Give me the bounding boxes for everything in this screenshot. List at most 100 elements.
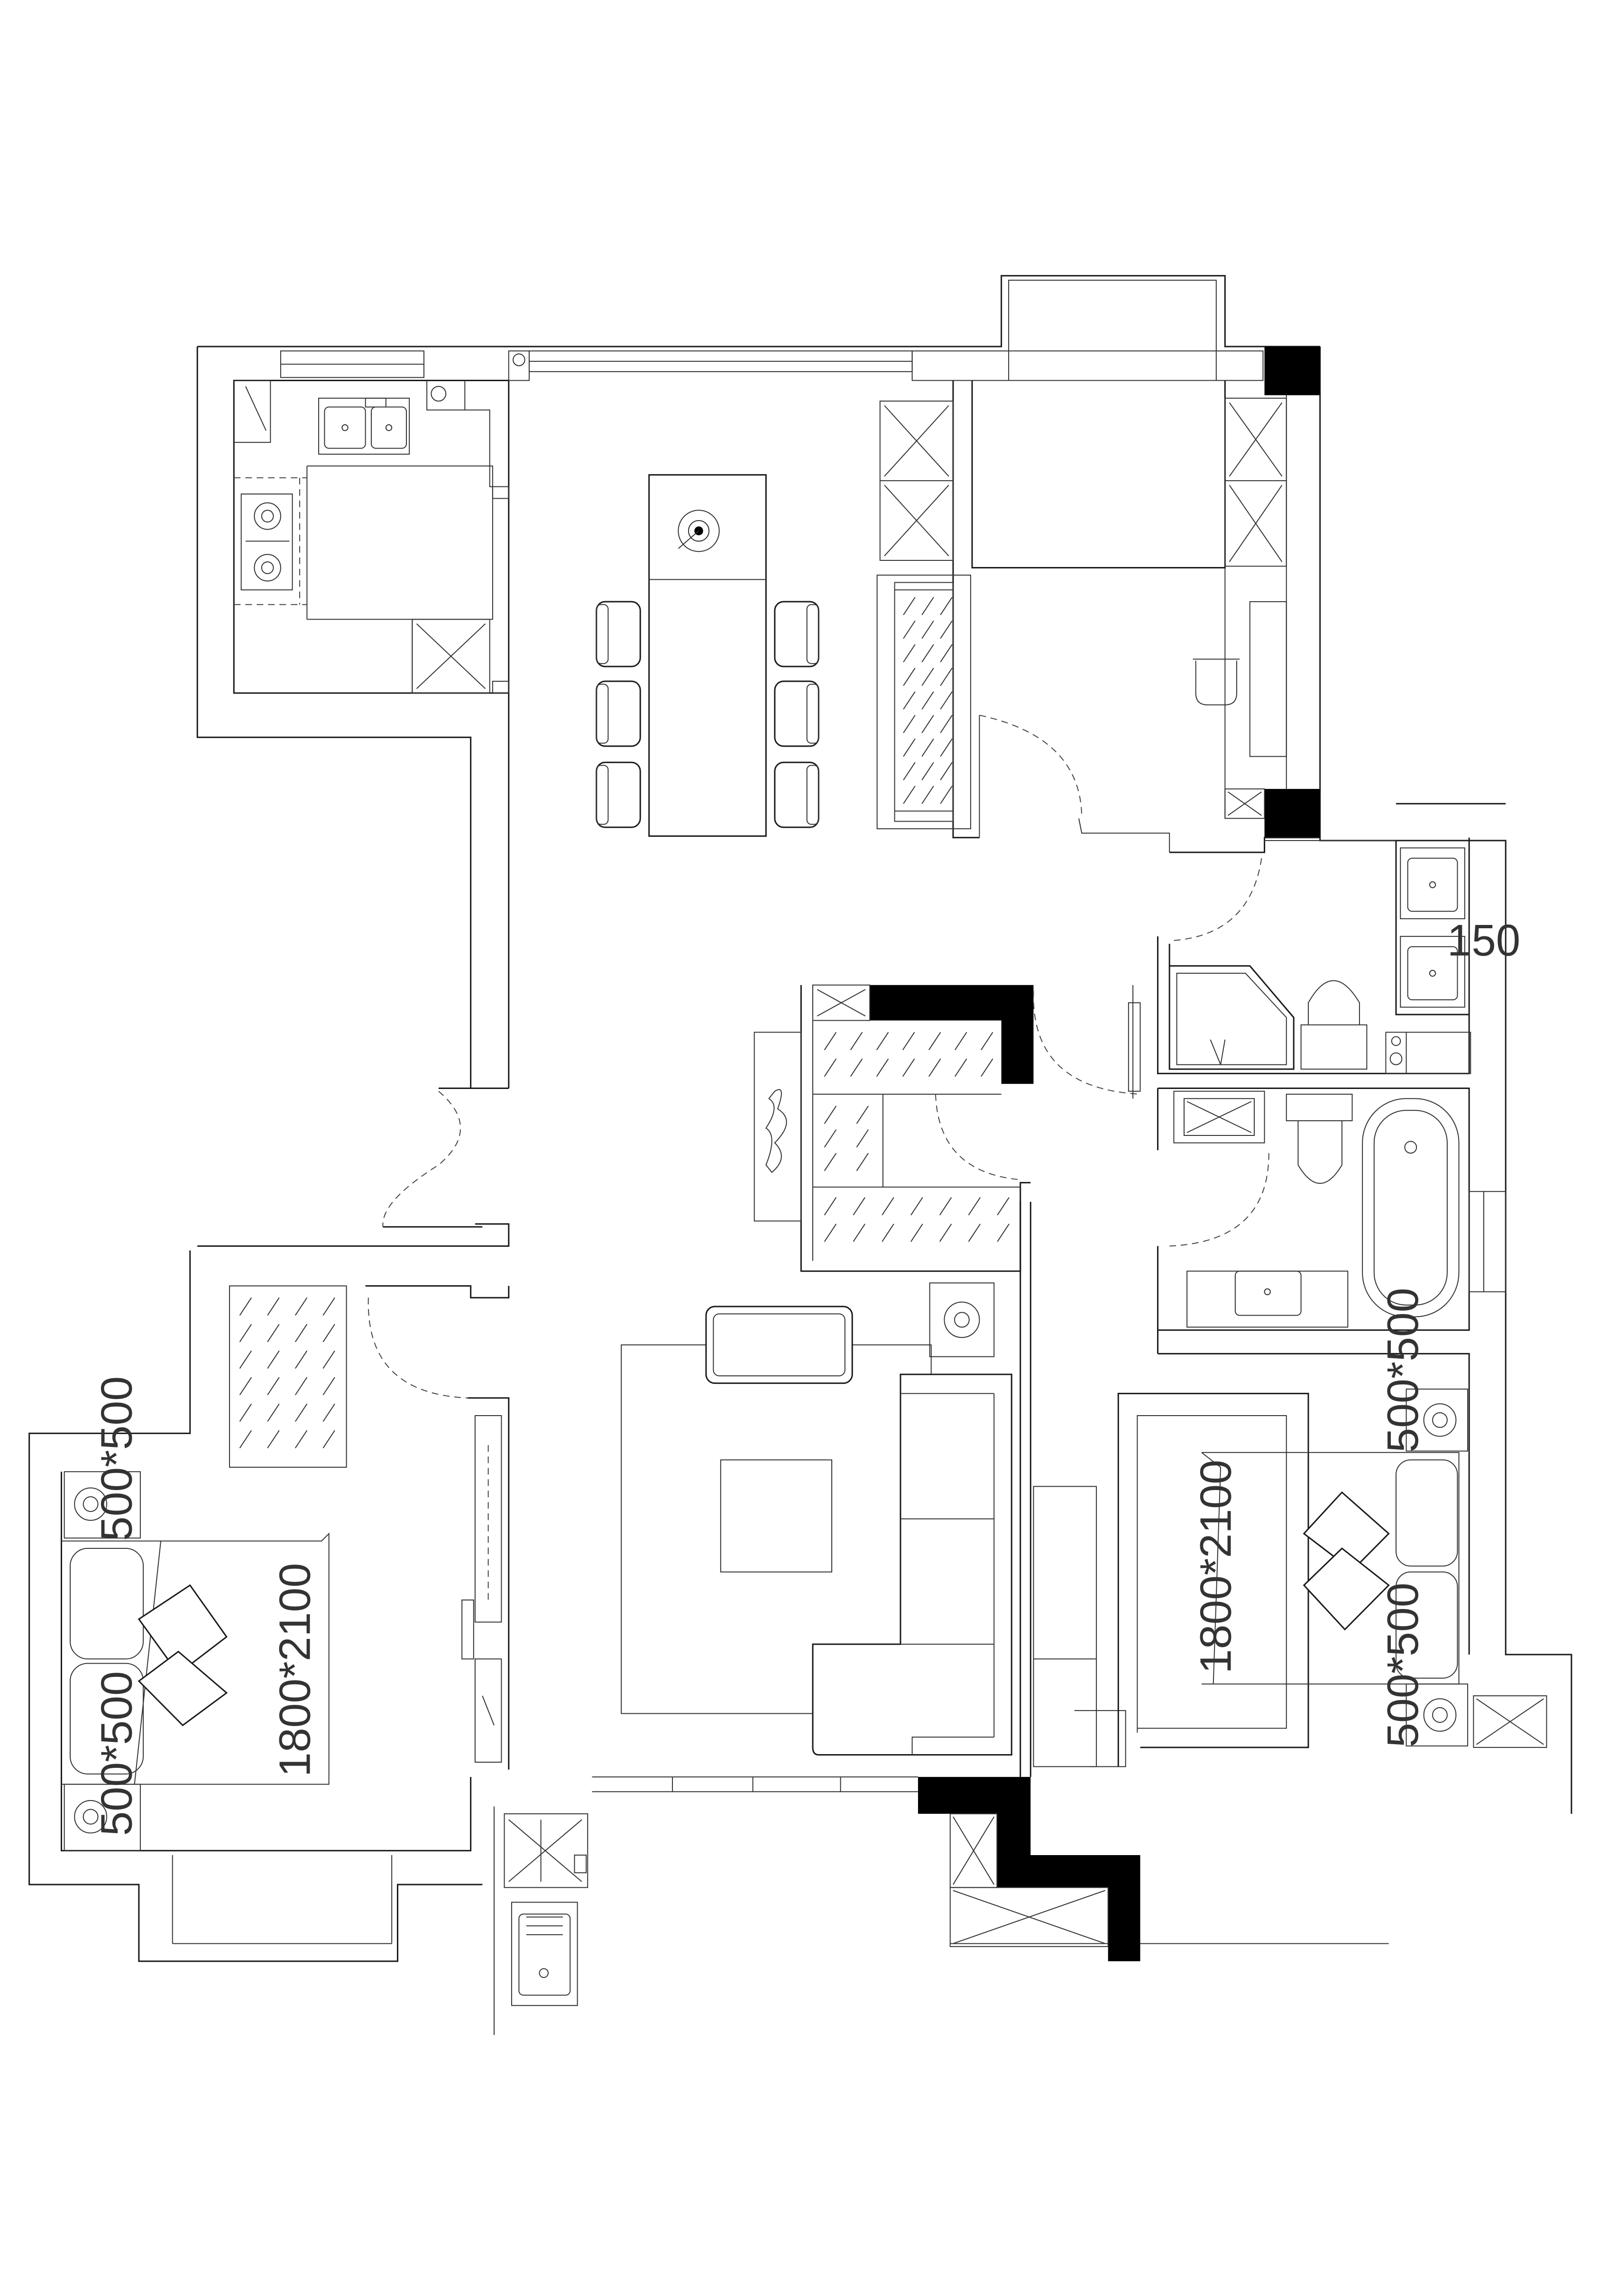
clothes-hanger xyxy=(882,1224,894,1242)
clothes-hanger xyxy=(851,1032,863,1050)
clothes-hanger xyxy=(903,1059,915,1076)
clothes-hanger xyxy=(903,786,915,804)
clothes-hanger xyxy=(903,644,915,662)
clothes-hanger xyxy=(825,1130,836,1147)
clothes-hanger xyxy=(955,1059,967,1076)
clothes-hanger xyxy=(922,668,934,686)
clothes-hanger xyxy=(940,786,952,804)
clothes-hanger xyxy=(940,1198,952,1215)
clothes-hanger xyxy=(940,1224,952,1242)
clothes-hanger xyxy=(323,1430,335,1448)
chair-back xyxy=(597,604,608,663)
clothes-hanger xyxy=(323,1404,335,1421)
clothes-hanger xyxy=(955,1032,967,1050)
clothes-hanger xyxy=(922,597,934,615)
clothes-hanger xyxy=(295,1351,307,1368)
clothes-hanger xyxy=(267,1298,279,1315)
right-nightstand-top-label: 500*500 xyxy=(1378,1288,1428,1453)
clothes-hanger xyxy=(267,1351,279,1368)
clothes-hanger xyxy=(940,692,952,709)
left-bedroom: 1800*2100 500*500 500*500 xyxy=(61,1286,508,1850)
clothes-hanger xyxy=(940,762,952,780)
clothes-hanger xyxy=(969,1224,981,1242)
clothes-hanger xyxy=(903,621,915,639)
clothes-hanger xyxy=(940,715,952,733)
clothes-hanger xyxy=(922,762,934,780)
clothes-hanger xyxy=(922,621,934,639)
left-nightstand-top-label: 500*500 xyxy=(92,1376,141,1541)
kitchen xyxy=(234,381,509,693)
clothes-hanger xyxy=(882,1198,894,1215)
clothes-hanger xyxy=(903,668,915,686)
chair-back xyxy=(597,684,608,743)
dining-chair xyxy=(597,681,640,746)
clothes-hanger xyxy=(323,1377,335,1395)
clothes-hanger xyxy=(295,1298,307,1315)
clothes-hanger xyxy=(922,644,934,662)
study-wardrobe xyxy=(903,597,952,804)
right-bed-size-label: 1800*2100 xyxy=(1191,1460,1240,1674)
clothes-hanger xyxy=(911,1224,923,1242)
doors xyxy=(383,1089,508,1227)
clothes-hanger xyxy=(997,1224,1009,1242)
clothes-hanger xyxy=(981,1059,993,1076)
clothes-hanger xyxy=(825,1224,836,1242)
walk-in-closet xyxy=(754,985,1031,1271)
clothes-hanger xyxy=(911,1198,923,1215)
dining-chair xyxy=(775,602,818,667)
clothes-hanger xyxy=(940,739,952,756)
clothes-hanger xyxy=(922,692,934,709)
chair-back xyxy=(597,765,608,824)
clothes-hanger xyxy=(856,1106,868,1124)
clothes-hanger xyxy=(903,762,915,780)
fixture-tag: 150 xyxy=(1447,915,1520,965)
clothes-hanger xyxy=(240,1351,252,1368)
clothes-hanger xyxy=(903,1032,915,1050)
right-nightstand-bottom-label: 500*500 xyxy=(1378,1583,1428,1747)
clothes-hanger xyxy=(940,644,952,662)
clothes-hanger xyxy=(295,1324,307,1342)
clothes-hanger xyxy=(940,597,952,615)
clothes-hanger xyxy=(940,668,952,686)
clothes-hanger xyxy=(856,1153,868,1171)
closet-hangers xyxy=(825,1032,1009,1242)
clothes-hanger xyxy=(825,1059,836,1076)
chair-back xyxy=(807,604,819,663)
balcony xyxy=(505,1814,1108,2005)
dining-chairs xyxy=(597,602,819,827)
clothes-hanger xyxy=(240,1430,252,1448)
clothes-hanger xyxy=(267,1430,279,1448)
bathroom-area: 150 xyxy=(1033,804,1520,1655)
clothes-hanger xyxy=(240,1404,252,1421)
clothes-hanger xyxy=(969,1198,981,1215)
clothes-hanger xyxy=(903,715,915,733)
living-room xyxy=(592,1202,1126,1792)
left-nightstand-bottom-label: 500*500 xyxy=(92,1671,141,1836)
dining-chair xyxy=(597,602,640,667)
clothes-hanger xyxy=(853,1224,865,1242)
clothes-hanger xyxy=(851,1059,863,1076)
clothes-hanger xyxy=(929,1032,941,1050)
clothes-hanger xyxy=(981,1032,993,1050)
clothes-hanger xyxy=(267,1324,279,1342)
clothes-hanger xyxy=(240,1377,252,1395)
clothes-hanger xyxy=(267,1377,279,1395)
clothes-hanger xyxy=(323,1324,335,1342)
clothes-hanger xyxy=(825,1032,836,1050)
clothes-hanger xyxy=(323,1298,335,1315)
study-room xyxy=(877,381,1286,852)
clothes-hanger xyxy=(940,621,952,639)
clothes-hanger xyxy=(877,1059,889,1076)
clothes-hanger xyxy=(903,739,915,756)
right-bedroom: 1800*2100 500*500 500*500 xyxy=(1118,1288,1546,1766)
clothes-hanger xyxy=(922,739,934,756)
clothes-hanger xyxy=(922,715,934,733)
dining-chair xyxy=(775,762,818,827)
clothes-hanger xyxy=(267,1404,279,1421)
clothes-hanger xyxy=(240,1324,252,1342)
clothes-hanger xyxy=(295,1430,307,1448)
structural-columns xyxy=(870,346,1320,1961)
clothes-hanger xyxy=(240,1298,252,1315)
clothes-hanger xyxy=(877,1032,889,1050)
dining-chair xyxy=(597,762,640,827)
